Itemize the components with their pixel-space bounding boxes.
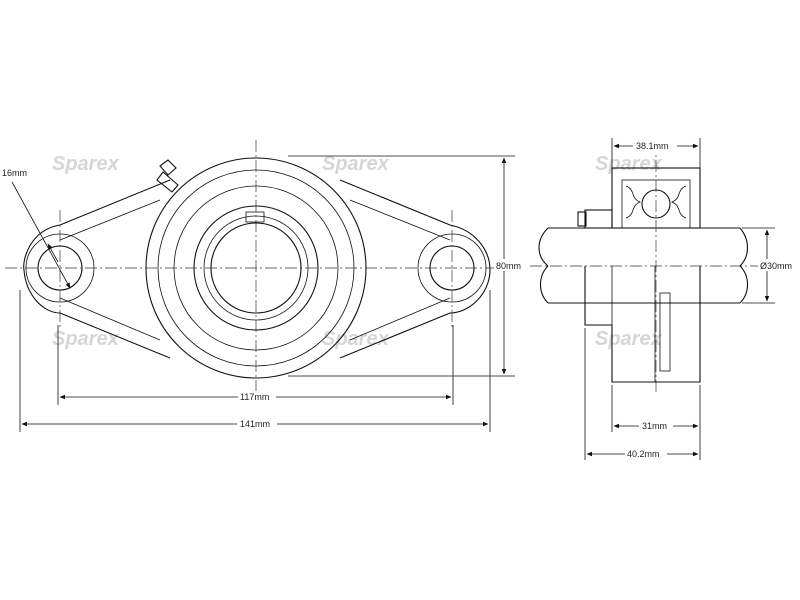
set-screw-collar [584,209,613,229]
shaft-diameter-label-bg [758,259,798,271]
watermark-top-center: Sparex [322,153,390,175]
front-view-dimensions: 16mm 117mm 141mm 80mm [2,155,530,432]
bolt-centers-label-bg [238,391,276,403]
watermark-top-left: Sparex [52,153,120,175]
overall-width-label: 40.2mm [627,449,660,459]
watermark-top-right: Sparex [595,153,663,175]
shaft-diameter-label: Ø30mm [760,261,792,271]
watermarks: Sparex Sparex Sparex Sparex Sparex Spare… [52,153,663,350]
key-slot [245,211,265,223]
bolt-hole-arrow-start [47,243,59,263]
housing-slot [659,292,671,372]
front-view [5,140,520,395]
housing-lower-body [584,266,701,383]
set-screw [577,211,587,227]
overall-length-label: 141mm [240,419,270,429]
side-view [530,140,760,395]
overall-width-label-bg [625,448,667,460]
housing-width-label: 31mm [642,421,667,431]
grease-nipple [156,159,179,193]
seal-left [625,185,642,219]
seal-right [670,185,687,219]
flange-body [23,224,491,314]
shaft [538,227,749,304]
side-view-dimensions: 38.1mm Ø30mm 31mm 40.2mm [584,138,798,460]
flange-inner-lines [59,199,451,341]
housing-width-label-bg [639,420,673,432]
bolt-centers-label: 117mm [240,392,269,402]
watermark-bottom-right: Sparex [595,328,663,350]
bolt-hole-leader [11,181,71,289]
bolt-hole-diameter-label: 16mm [2,168,27,178]
flange-outline [59,179,451,359]
height-label-bg [494,259,530,271]
insert-width-label-bg [633,140,677,152]
insert-width-label: 38.1mm [636,141,669,151]
overall-length-label-bg [237,418,277,430]
height-label: 80mm [496,261,521,271]
watermark-bottom-left: Sparex [52,328,120,350]
